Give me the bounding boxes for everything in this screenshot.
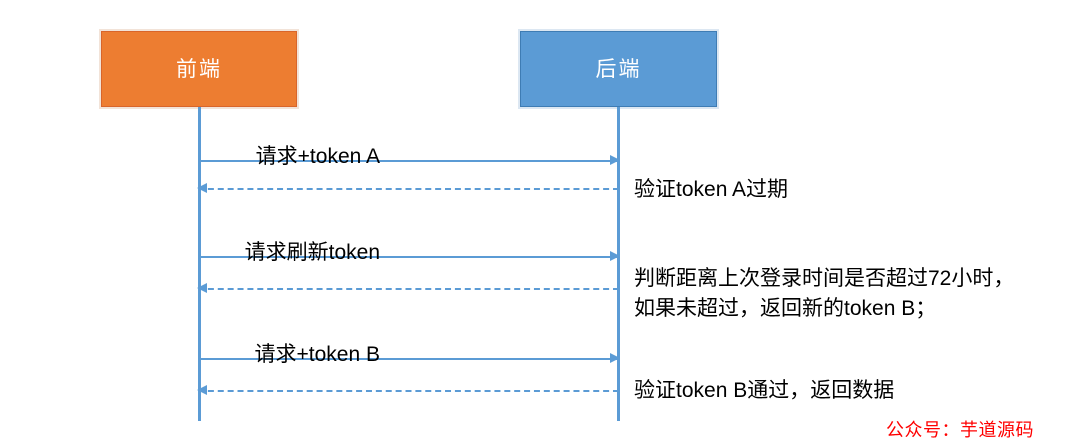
arrow-left-icon: [197, 183, 207, 193]
message-line-solid: [198, 358, 619, 360]
note-verify-token-a: 验证token A过期: [634, 178, 789, 201]
message-label: 请求刷新token: [244, 241, 380, 264]
participant-frontend: 前端: [101, 31, 297, 107]
participant-backend-label: 后端: [595, 57, 642, 81]
participant-frontend-label: 前端: [176, 57, 222, 81]
arrow-right-icon: [610, 353, 620, 363]
lifeline-frontend: [198, 107, 201, 421]
arrow-left-icon: [197, 283, 207, 293]
arrow-right-icon: [610, 251, 620, 261]
message-line-dashed: [198, 390, 619, 392]
arrow-left-icon: [197, 385, 207, 395]
watermark-text: 公众号：芋道源码: [886, 420, 1034, 440]
message-line-solid: [198, 160, 619, 162]
note-verify-token-b: 验证token B通过，返回数据: [634, 379, 895, 402]
lifeline-backend: [617, 107, 620, 421]
arrow-right-icon: [610, 155, 620, 165]
message-line-dashed: [198, 188, 619, 190]
message-label: 请求+token A: [255, 145, 380, 168]
note-refresh-decision-line2: 如果未超过，返回新的token B；: [634, 297, 937, 321]
note-refresh-decision-line1: 判断距离上次登录时间是否超过72小时，: [634, 267, 1015, 290]
note-refresh-decision: 判断距离上次登录时间是否超过72小时， 如果未超过，返回新的token B；: [634, 264, 1014, 325]
message-label: 请求+token B: [254, 343, 380, 366]
message-line-dashed: [198, 288, 619, 290]
participant-backend: 后端: [520, 31, 717, 107]
message-line-solid: [198, 256, 619, 258]
